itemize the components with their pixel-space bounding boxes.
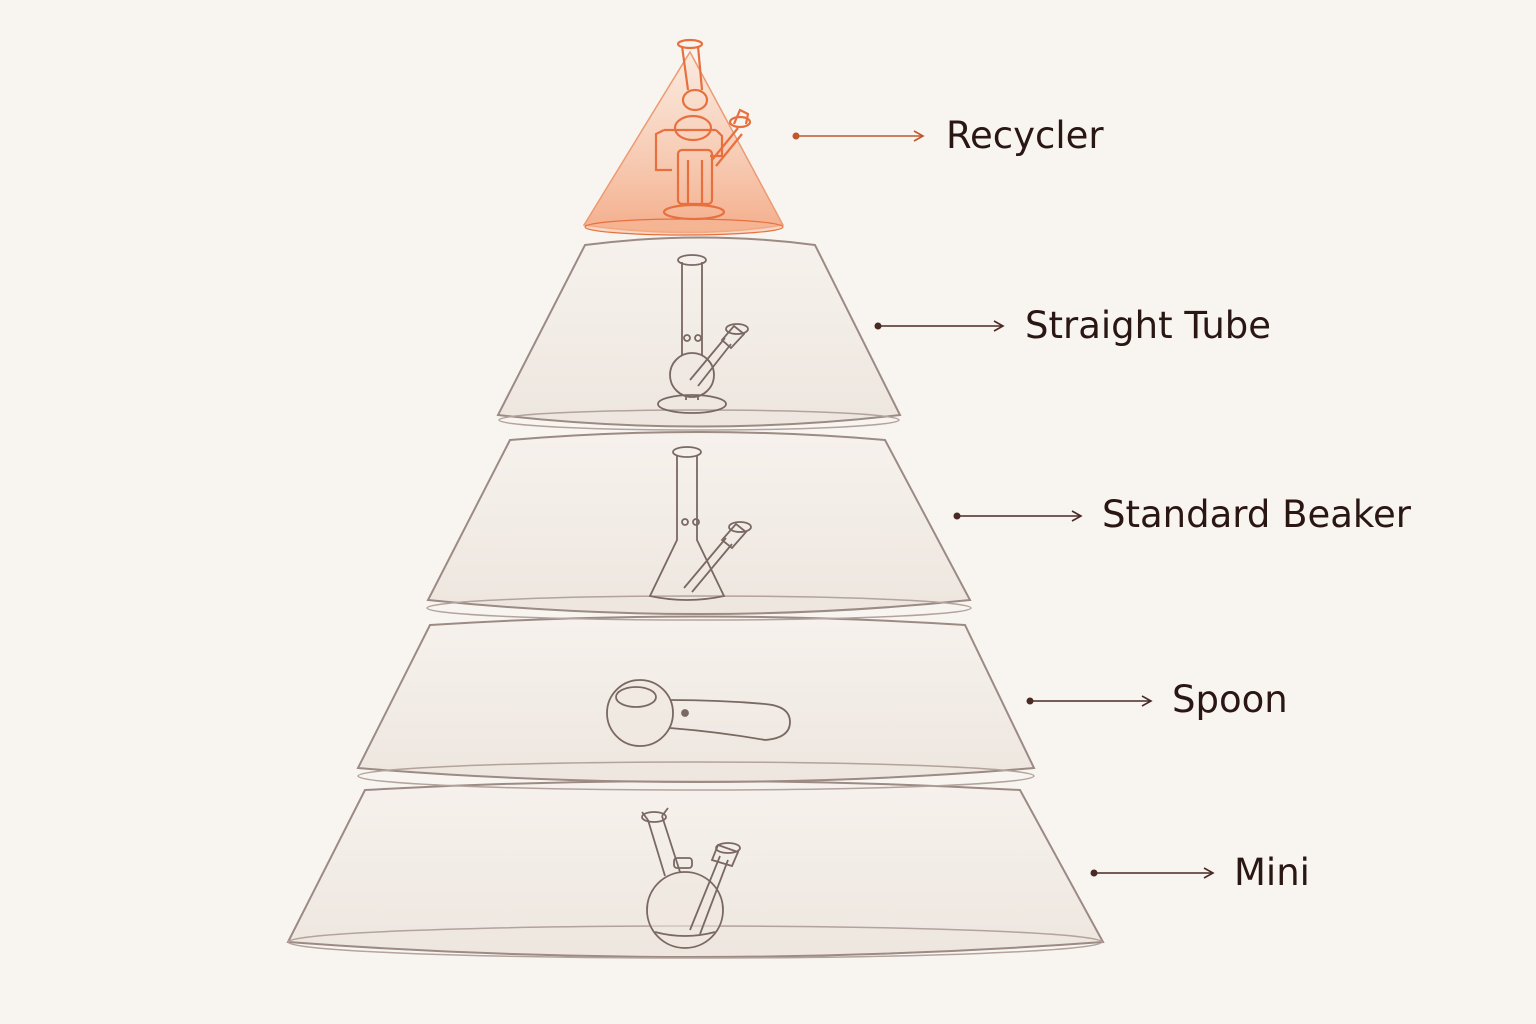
tier-recycler: Recycler xyxy=(582,38,1104,236)
mini-bong-icon xyxy=(641,807,741,949)
tier-standard-beaker: Standard Beaker xyxy=(426,431,1412,621)
tier-straight-tube-shape xyxy=(496,236,902,428)
tier-spoon: Spoon xyxy=(356,615,1288,791)
tier-label-spoon: Spoon xyxy=(1172,678,1288,721)
tier-label-mini: Mini xyxy=(1234,851,1310,894)
beaker-bong-icon xyxy=(648,446,752,601)
tier-mini: Mini xyxy=(286,780,1310,959)
straight-tube-bong-icon xyxy=(657,254,749,414)
tier-label-straight-tube: Straight Tube xyxy=(1025,304,1271,347)
tier-spoon-shape xyxy=(356,615,1036,783)
tier-label-recycler: Recycler xyxy=(946,114,1104,157)
tier-straight-tube: Straight Tube xyxy=(496,236,1271,431)
recycler-bong-icon xyxy=(654,38,752,221)
tier-mini-shape xyxy=(286,780,1105,958)
tier-label-standard-beaker: Standard Beaker xyxy=(1102,493,1412,536)
spoon-pipe-icon xyxy=(606,679,791,747)
